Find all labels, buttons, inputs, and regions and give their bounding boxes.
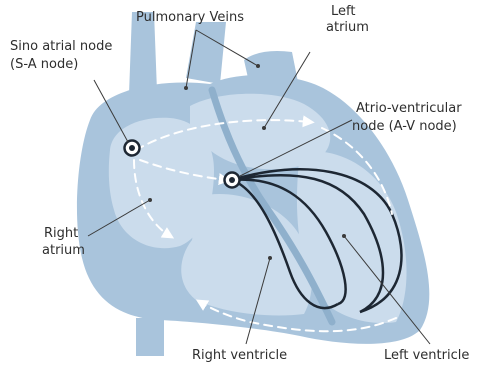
label-av-node-line1: Atrio-ventricular [356, 101, 462, 116]
label-left-atrium-line1: Left [331, 4, 355, 19]
label-right-atrium-line1: Right [44, 226, 78, 241]
label-sa-node-line2: (S-A node) [10, 57, 78, 72]
label-left-ventricle: Left ventricle [384, 348, 469, 363]
label-right-atrium-line2: atrium [42, 243, 85, 258]
label-sa-node-line1: Sino atrial node [10, 39, 112, 54]
label-av-node-line2: node (A-V node) [352, 119, 457, 134]
label-right-ventricle: Right ventricle [192, 348, 287, 363]
label-pulmonary-veins: Pulmonary Veins [136, 10, 244, 25]
label-left-atrium-line2: atrium [326, 20, 369, 35]
av-node-marker [225, 173, 240, 188]
sa-node-marker [125, 141, 140, 156]
